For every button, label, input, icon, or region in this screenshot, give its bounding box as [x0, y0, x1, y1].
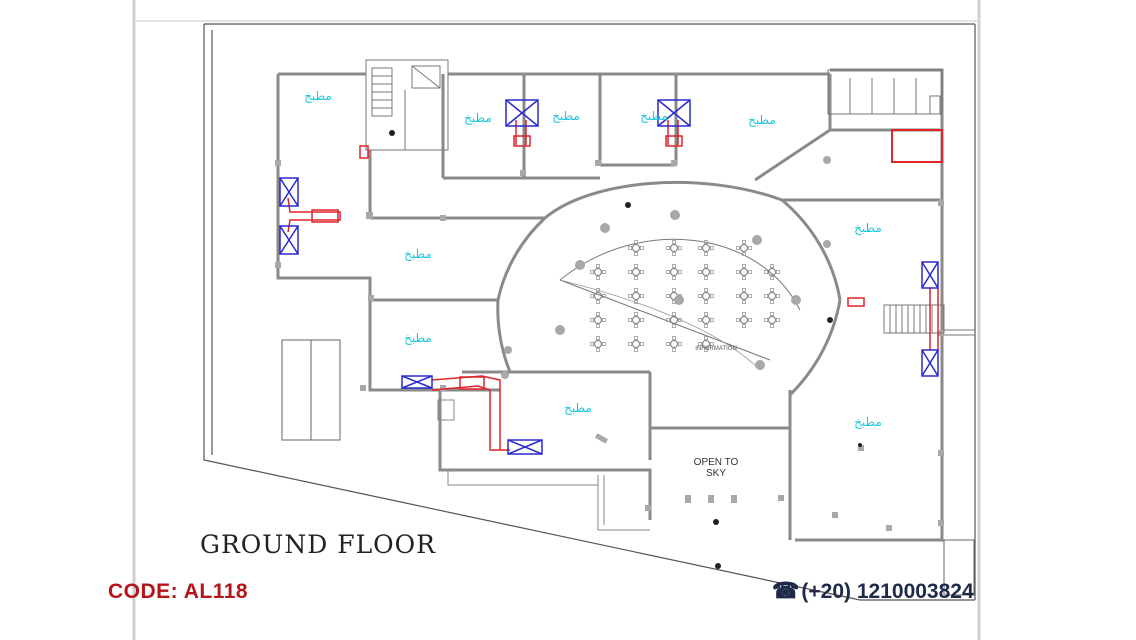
ramp-left [281, 339, 341, 441]
dining-table [698, 240, 714, 256]
staircase-right [883, 304, 975, 336]
room-label-kitchen: مطبخ [304, 89, 332, 103]
dining-table [628, 240, 644, 256]
room-labels: مطبخ مطبخ مطبخ مطبخ مطبخ مطبخ مطبخ مطبخ مطبخ مطبخ [304, 89, 882, 429]
dining-table [736, 312, 752, 328]
dining-table [736, 240, 752, 256]
dining-table [764, 312, 780, 328]
toilets [827, 69, 943, 115]
room-label-kitchen: مطبخ [748, 113, 776, 127]
dining-table [698, 264, 714, 280]
telephone-icon: ☎ [772, 578, 800, 603]
dining-table [698, 288, 714, 304]
phone-contact[interactable]: ☎(+20) 1210003824 [772, 578, 974, 604]
equipment-room [891, 129, 943, 163]
exhaust-hoods [279, 99, 939, 455]
markers [389, 130, 862, 569]
room-label-kitchen: مطبخ [404, 247, 432, 261]
dining-table [628, 264, 644, 280]
room-label-kitchen: مطبخ [854, 415, 882, 429]
room-label-kitchen: مطبخ [464, 111, 492, 125]
dining-table [698, 312, 714, 328]
dining-table [628, 336, 644, 352]
room-label-kitchen: مطبخ [552, 109, 580, 123]
room-label-kitchen: مطبخ [854, 221, 882, 235]
dining-table [764, 264, 780, 280]
dining-table [736, 264, 752, 280]
information-label: INFORMATION [695, 346, 737, 352]
site-boundary [203, 23, 976, 601]
dining-table [666, 336, 682, 352]
room-label-kitchen: مطبخ [404, 331, 432, 345]
room-label-kitchen: مطبخ [640, 109, 668, 123]
dining-table [698, 336, 714, 352]
drawing-title: GROUND FLOOR [200, 530, 436, 559]
dining-table [666, 312, 682, 328]
dining-table [736, 288, 752, 304]
open-to-sky-line2: SKY [706, 468, 726, 479]
dining-table [590, 288, 606, 304]
dining-table [590, 336, 606, 352]
seating-line [559, 279, 771, 361]
dining-table [590, 264, 606, 280]
phone-number: (+20) 1210003824 [801, 580, 974, 603]
dining-table [666, 240, 682, 256]
central-hall [496, 180, 842, 397]
ramp-bottom-right [943, 539, 975, 596]
staircase-top [365, 59, 449, 151]
dining-table [628, 288, 644, 304]
kitchen-exhaust-ducts [287, 120, 939, 451]
dining-table [764, 288, 780, 304]
columns [275, 156, 944, 531]
room-label-kitchen: مطبخ [564, 401, 592, 415]
dining-table [628, 312, 644, 328]
dining-table [590, 312, 606, 328]
dining-table [666, 264, 682, 280]
terrace-steps [437, 399, 650, 531]
dining-tables [590, 240, 780, 352]
open-to-sky-line1: OPEN TO [694, 457, 739, 468]
outer-walls [276, 68, 944, 542]
product-code: CODE: AL118 [108, 580, 249, 603]
seating-arc [559, 238, 801, 311]
